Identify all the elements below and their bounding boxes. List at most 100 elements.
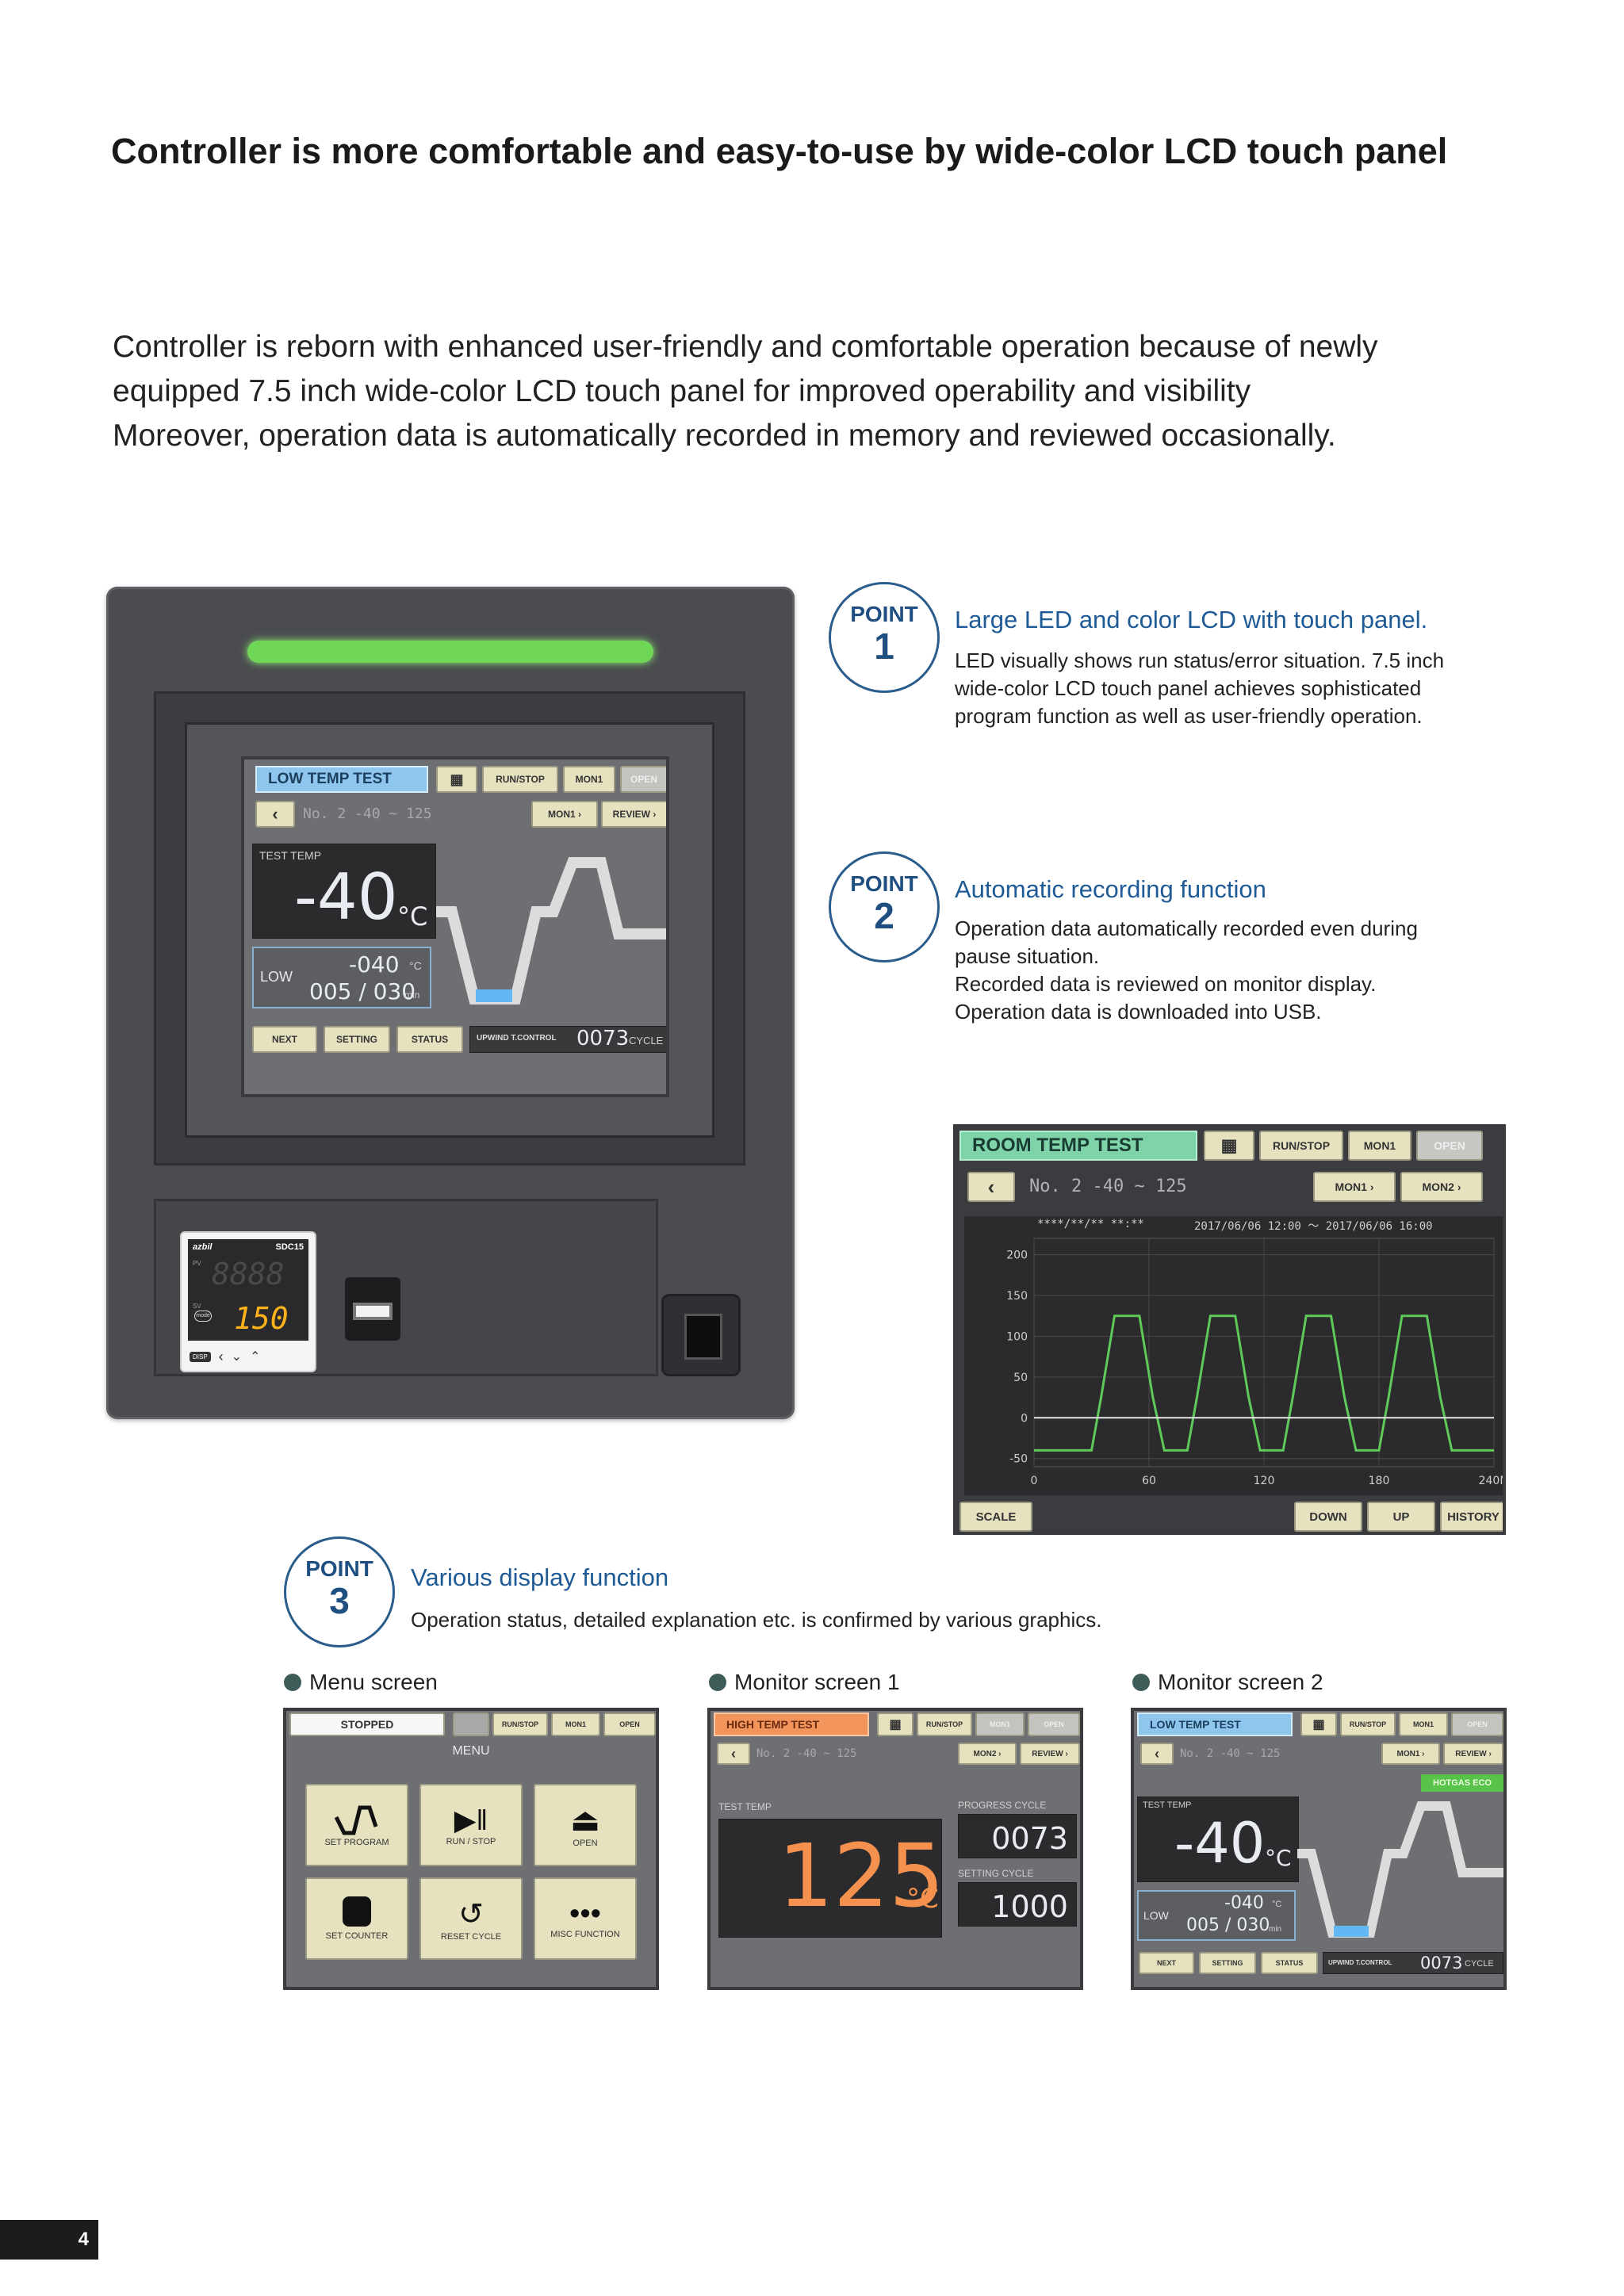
open-button[interactable]: OPEN bbox=[1416, 1131, 1483, 1161]
button-label: OPEN bbox=[573, 1839, 598, 1848]
set-counter-button[interactable]: SET COUNTER bbox=[305, 1877, 408, 1960]
time-unit: min bbox=[404, 989, 420, 1001]
mon2-nav-button[interactable]: MON2 › bbox=[1400, 1172, 1483, 1202]
progress-cycle-label: PROGRESS CYCLE bbox=[958, 1800, 1047, 1811]
page-number: 4 bbox=[0, 2220, 98, 2260]
open-button[interactable]: OPEN bbox=[1451, 1712, 1503, 1736]
caption-monitor-2: Monitor screen 2 bbox=[1132, 1670, 1323, 1695]
x-tick-label: 240M bbox=[1479, 1475, 1503, 1487]
run-stop-button[interactable]: RUN/STOP bbox=[1340, 1712, 1396, 1736]
door-lock[interactable] bbox=[661, 1294, 741, 1376]
open-menu-button[interactable]: ⏏ OPEN bbox=[534, 1784, 637, 1866]
page-title: Controller is more comfortable and easy-… bbox=[111, 131, 1448, 171]
mon1-button[interactable]: MON1 bbox=[563, 766, 615, 793]
menu-screen: STOPPED RUN/STOP MON1 OPEN MENU SET PROG… bbox=[283, 1708, 659, 1990]
point-1-title: Large LED and color LCD with touch panel… bbox=[955, 606, 1428, 633]
desc-line: LED visually shows run status/error situ… bbox=[955, 649, 1445, 672]
bullet-icon bbox=[709, 1674, 726, 1691]
mon1-nav-button[interactable]: MON1 › bbox=[1381, 1743, 1440, 1765]
program-line: No. 2 -40 ~ 125 bbox=[756, 1747, 857, 1760]
temp-unit: °C bbox=[906, 1883, 939, 1915]
scale-button[interactable]: SCALE bbox=[959, 1502, 1032, 1532]
set-program-button[interactable]: SET PROGRAM bbox=[305, 1784, 408, 1866]
eject-icon: ⏏ bbox=[570, 1803, 600, 1838]
disp-button[interactable]: DISP bbox=[190, 1351, 211, 1362]
mon1-button[interactable]: MON1 bbox=[1399, 1712, 1448, 1736]
reset-cycle-button[interactable]: ↺ RESET CYCLE bbox=[419, 1877, 523, 1960]
cycle-value: 0073 bbox=[576, 1027, 630, 1050]
run-stop-button[interactable]: RUN/STOP bbox=[917, 1712, 972, 1736]
review-button[interactable]: REVIEW › bbox=[1443, 1743, 1503, 1765]
sdc15-pv: 8888 bbox=[212, 1257, 285, 1292]
chevron-left-icon[interactable]: ‹ bbox=[218, 1348, 224, 1364]
set-unit: °C bbox=[1272, 1900, 1282, 1909]
point-3-badge: POINT 3 bbox=[284, 1536, 395, 1647]
down-button[interactable]: DOWN bbox=[1294, 1502, 1362, 1532]
run-stop-button[interactable]: RUN/STOP bbox=[482, 766, 558, 793]
prev-arrow-icon[interactable]: ‹ bbox=[1140, 1743, 1174, 1765]
y-tick-label: 200 bbox=[1006, 1249, 1028, 1262]
chevron-down-icon[interactable]: ⌄ bbox=[231, 1350, 243, 1364]
set-temp: -040 bbox=[1224, 1893, 1264, 1913]
caption-text: Monitor screen 2 bbox=[1158, 1670, 1323, 1694]
graph-test-title: ROOM TEMP TEST bbox=[959, 1131, 1197, 1161]
usb-port[interactable] bbox=[345, 1277, 400, 1341]
grid-menu-icon[interactable] bbox=[453, 1712, 489, 1736]
status-button[interactable]: STATUS bbox=[1261, 1952, 1318, 1974]
run-stop-button[interactable]: RUN/STOP bbox=[1259, 1131, 1343, 1161]
prev-arrow-icon[interactable]: ‹ bbox=[255, 801, 295, 828]
screen-test-title: LOW TEMP TEST bbox=[1137, 1712, 1293, 1736]
time-value: 005 / 030 bbox=[309, 978, 416, 1004]
misc-function-button[interactable]: ••• MISC FUNCTION bbox=[534, 1877, 637, 1960]
prev-arrow-icon[interactable]: ‹ bbox=[717, 1743, 750, 1765]
setting-button[interactable]: SETTING bbox=[324, 1026, 390, 1053]
mode-label: LOW bbox=[1143, 1909, 1169, 1922]
temperature-series-line bbox=[1034, 1314, 1494, 1452]
progress-cycle-value: 0073 bbox=[991, 1821, 1068, 1856]
temp-value: 125 bbox=[778, 1825, 944, 1927]
grid-menu-icon[interactable]: ▦ bbox=[1204, 1131, 1254, 1161]
mon1-nav-button[interactable]: MON1 › bbox=[531, 801, 598, 828]
status-button[interactable]: STATUS bbox=[396, 1026, 463, 1053]
grid-menu-icon[interactable]: ▦ bbox=[436, 766, 477, 793]
hotgas-eco-badge: HOTGAS ECO bbox=[1421, 1774, 1503, 1792]
desc-line: wide-color LCD touch panel achieves soph… bbox=[955, 676, 1422, 700]
open-button[interactable]: OPEN bbox=[620, 766, 666, 793]
mode-button[interactable]: mode bbox=[194, 1311, 212, 1322]
mon2-nav-button[interactable]: MON2 › bbox=[958, 1743, 1017, 1765]
chart-header-left: ****/**/** **:** bbox=[1037, 1218, 1144, 1230]
lcd-test-title: LOW TEMP TEST bbox=[255, 766, 428, 793]
up-button[interactable]: UP bbox=[1367, 1502, 1435, 1532]
mon1-button[interactable]: MON1 bbox=[975, 1712, 1025, 1736]
run-stop-button[interactable]: RUN/STOP bbox=[492, 1712, 548, 1736]
mon1-button[interactable]: MON1 bbox=[1348, 1131, 1411, 1161]
run-stop-menu-button[interactable]: ▶‖ RUN / STOP bbox=[419, 1784, 523, 1866]
next-button[interactable]: NEXT bbox=[1139, 1952, 1194, 1974]
open-button[interactable]: OPEN bbox=[1028, 1712, 1080, 1736]
history-button[interactable]: HISTORY bbox=[1440, 1502, 1503, 1532]
prev-arrow-icon[interactable]: ‹ bbox=[967, 1172, 1015, 1202]
mon1-nav-label: MON1 bbox=[1335, 1181, 1367, 1193]
next-button[interactable]: NEXT bbox=[252, 1026, 317, 1053]
review-button[interactable]: REVIEW › bbox=[601, 801, 666, 828]
setting-button[interactable]: SETTING bbox=[1199, 1952, 1256, 1974]
point-1-desc: LED visually shows run status/error situ… bbox=[955, 647, 1444, 730]
grid-menu-icon[interactable]: ▦ bbox=[1300, 1712, 1337, 1736]
open-button[interactable]: OPEN bbox=[603, 1712, 656, 1736]
sdc15-model: SDC15 bbox=[275, 1242, 304, 1252]
review-button[interactable]: REVIEW › bbox=[1020, 1743, 1080, 1765]
cycle-counter: UPWIND T.CONTROL 0073 CYCLE bbox=[1323, 1952, 1503, 1974]
profile-graphic bbox=[436, 857, 666, 1004]
lcd-bezel: LOW TEMP TEST ▦ RUN/STOP MON1 OPEN ‹ No.… bbox=[154, 691, 745, 1165]
cycle-unit: CYCLE bbox=[629, 1035, 664, 1047]
chevron-up-icon[interactable]: ⌃ bbox=[250, 1350, 261, 1364]
mon1-button[interactable]: MON1 bbox=[551, 1712, 600, 1736]
point-2-title: Automatic recording function bbox=[955, 875, 1266, 903]
caption-monitor-1: Monitor screen 1 bbox=[709, 1670, 900, 1695]
setpoint-box: LOW -040 °C 005 / 030 min bbox=[1137, 1890, 1296, 1941]
cycle-unit: CYCLE bbox=[1465, 1959, 1494, 1969]
grid-menu-icon[interactable]: ▦ bbox=[877, 1712, 914, 1736]
mon1-nav-button[interactable]: MON1 › bbox=[1313, 1172, 1396, 1202]
button-label: SET COUNTER bbox=[325, 1931, 389, 1941]
